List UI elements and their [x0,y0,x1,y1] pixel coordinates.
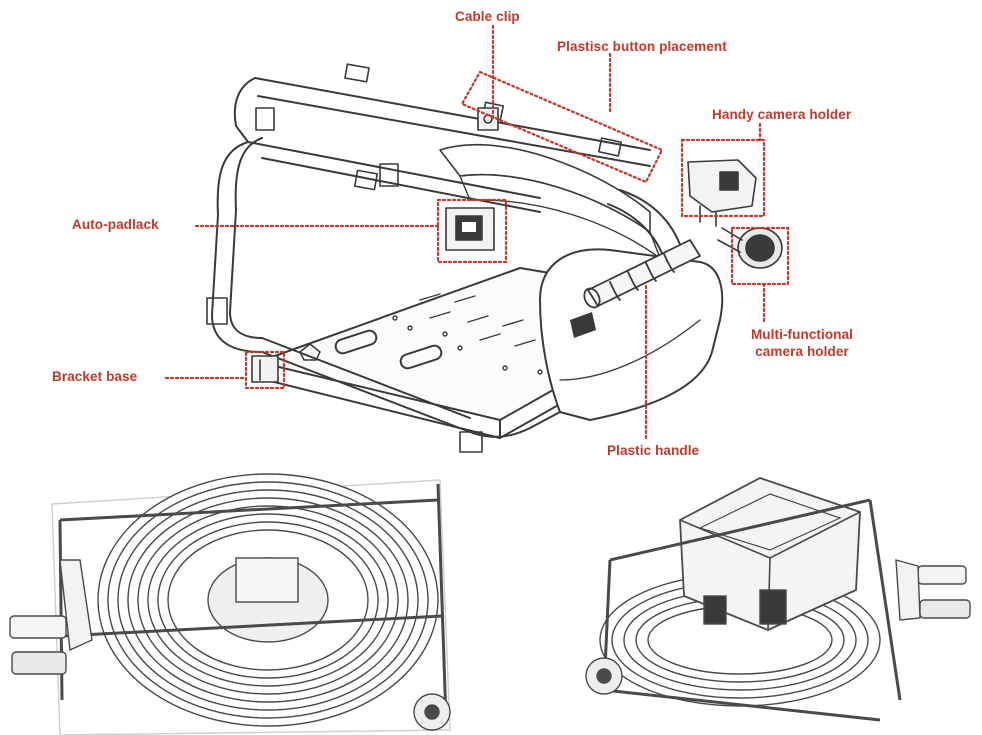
label-multi-camera-holder: Multi-functional camera holder [742,326,862,360]
front-cross-bar [247,141,541,199]
bracket-base-drawing [251,355,279,383]
label-button-placement: Plastisc button placement [557,39,727,54]
label-multi-camera-holder-line2: camera holder [755,344,849,359]
plastic-handle-drawing [583,239,701,309]
bracket-base-box [244,350,286,390]
left-tube [211,141,263,353]
button-placement-box [460,70,664,184]
label-bracket-base: Bracket base [52,369,138,384]
auto-padlock-box [436,198,508,264]
brand-logo-mark [570,312,596,338]
label-cable-clip: Cable clip [455,9,520,24]
bracket-frame-drawing [206,63,783,453]
label-handy-camera-holder: Handy camera holder [712,107,852,122]
label-auto-padlock: Auto-padlack [72,217,159,232]
label-plastic-handle: Plastic handle [607,443,700,458]
handy-camera-holder-drawing [687,159,757,227]
auto-padlock-drawing [445,207,495,251]
multi-camera-box [730,226,790,286]
callout-markers [164,24,790,442]
handy-camera-box [680,138,766,218]
multi-camera-holder-drawing [717,227,783,269]
label-multi-camera-holder-line1: Multi-functional [750,327,854,342]
reel-view-left-drawing [9,473,451,735]
top-back-bar [254,77,651,151]
reel-view-right-drawing [585,477,971,722]
